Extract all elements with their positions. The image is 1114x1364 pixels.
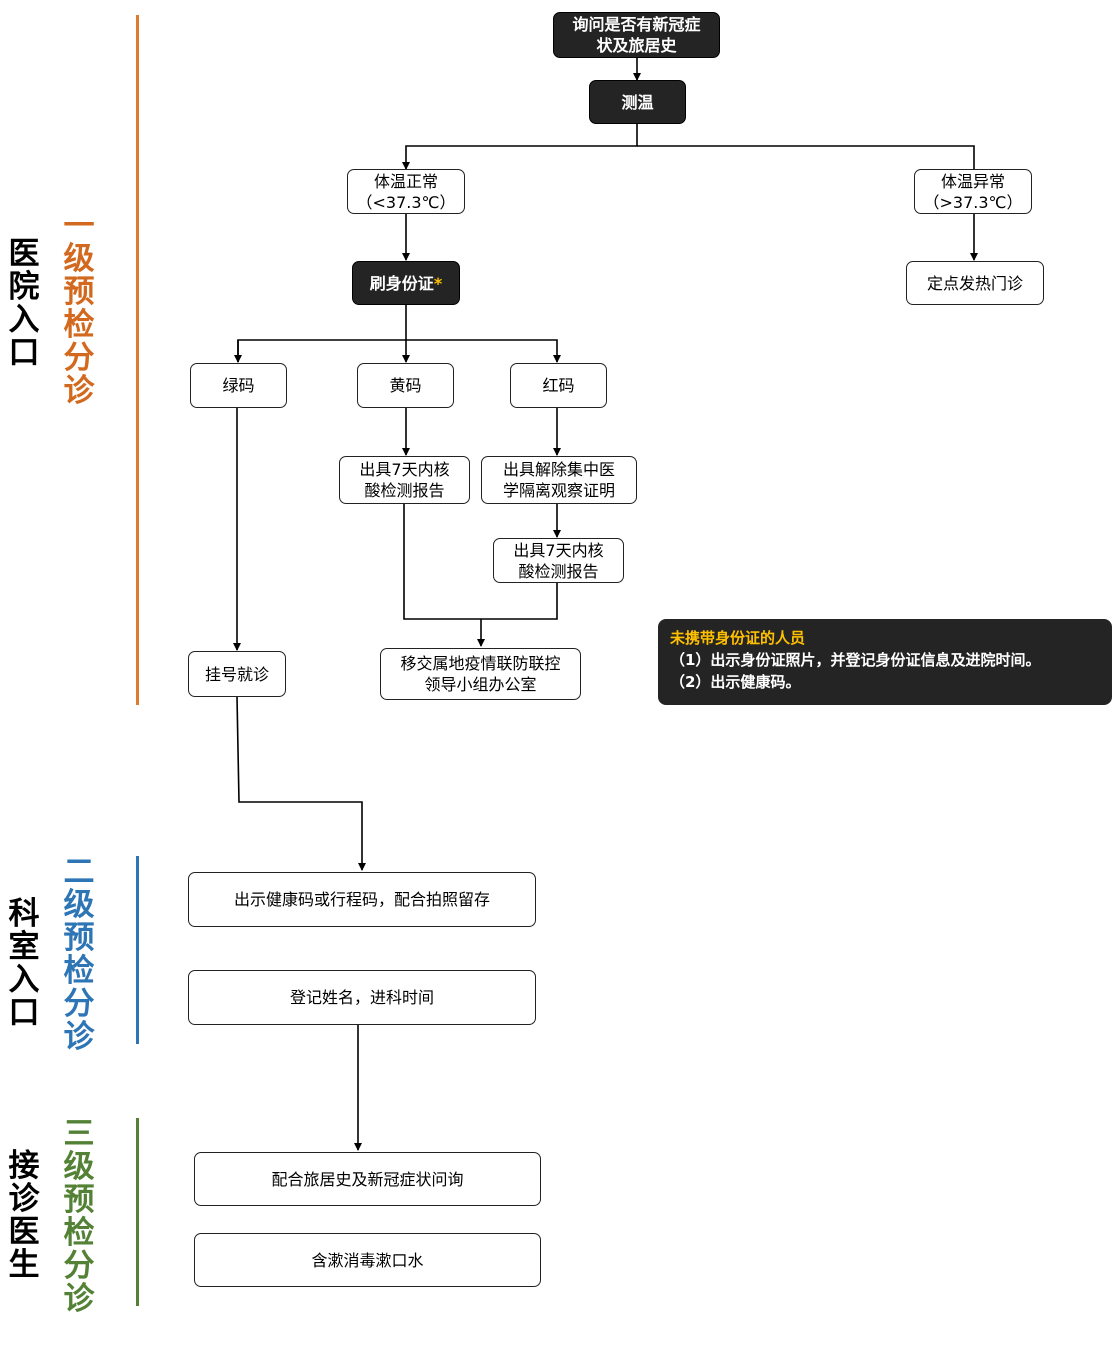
note-line: （2）出示健康码。 — [670, 673, 801, 691]
swipe-id-node: 刷身份证* — [352, 261, 460, 305]
stage-divider-line — [136, 15, 139, 705]
ask-history-node: 询问是否有新冠症 状及旅居史 — [553, 12, 720, 58]
no-id-note: 未携带身份证的人员 （1）出示身份证照片，并登记身份证信息及进院时间。 （2）出… — [658, 619, 1112, 705]
yellow-report-node: 出具7天内核 酸检测报告 — [339, 456, 470, 504]
stage-location-label: 科 室 入 口 — [8, 896, 40, 1031]
stage-level-label: 三 级 预 检 分 诊 — [63, 1116, 95, 1317]
temp-abnormal-node: 体温异常 （>37.3℃） — [914, 169, 1032, 214]
swipe-id-label: 刷身份证 — [369, 273, 434, 293]
stage-level-label: 一 级 预 检 分 诊 — [63, 208, 95, 409]
stage-location-label: 医 院 入 口 — [8, 236, 40, 371]
stage-divider-line — [136, 856, 139, 1044]
show-code-node: 出示健康码或行程码，配合拍照留存 — [188, 872, 536, 927]
red-release-node: 出具解除集中医 学隔离观察证明 — [481, 456, 637, 504]
red-report-node: 出具7天内核 酸检测报告 — [493, 538, 624, 583]
register-node: 挂号就诊 — [188, 651, 286, 697]
yellow-code-node: 黄码 — [357, 363, 454, 408]
cooperate-node: 配合旅居史及新冠症状问询 — [194, 1152, 541, 1206]
asterisk-mark: * — [433, 273, 443, 293]
temperature-node: 测温 — [589, 80, 686, 124]
fever-clinic-node: 定点发热门诊 — [906, 261, 1044, 305]
transfer-node: 移交属地疫情联防联控 领导小组办公室 — [380, 648, 581, 700]
green-code-node: 绿码 — [190, 363, 287, 408]
stage-level-label: 二 级 预 检 分 诊 — [63, 854, 95, 1055]
note-line: （1）出示身份证照片，并登记身份证信息及进院时间。 — [670, 651, 1041, 669]
register-name-node: 登记姓名，进科时间 — [188, 970, 536, 1025]
stage-divider-line — [136, 1118, 139, 1306]
temp-normal-node: 体温正常 （<37.3℃） — [347, 169, 465, 214]
stage-location-label: 接 诊 医 生 — [8, 1148, 40, 1283]
note-title: 未携带身份证的人员 — [670, 629, 806, 647]
red-code-node: 红码 — [510, 363, 607, 408]
mouthwash-node: 含漱消毒漱口水 — [194, 1233, 541, 1287]
